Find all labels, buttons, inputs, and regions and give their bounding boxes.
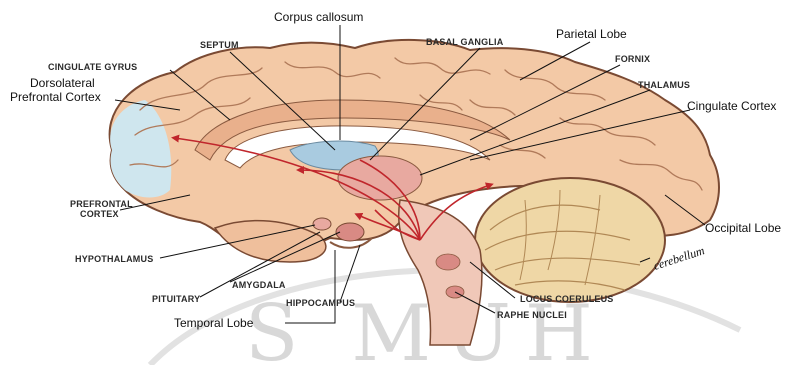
label-pituitary: PITUITARY [152, 294, 200, 304]
label-locus-coeruleus: LOCUS COERULEUS [520, 294, 614, 304]
label-prefrontal-line2: CORTEX [80, 209, 119, 219]
label-corpus-callosum: Corpus callosum [274, 10, 363, 24]
label-amygdala: AMYGDALA [232, 280, 286, 290]
label-cingulate-cortex: Cingulate Cortex [687, 99, 776, 113]
label-septum: SEPTUM [200, 40, 239, 50]
label-temporal-lobe: Temporal Lobe [174, 316, 254, 330]
label-occipital-lobe: Occipital Lobe [705, 221, 781, 235]
cerebellum-shape [475, 178, 665, 302]
label-prefrontal-line1: PREFRONTAL [70, 199, 133, 209]
label-dorsolateral-line1: Dorsolateral [30, 76, 95, 90]
label-raphe-nuclei: RAPHE NUCLEI [497, 310, 567, 320]
label-fornix: FORNIX [615, 54, 650, 64]
label-basal-ganglia: BASAL GANGLIA [426, 37, 504, 47]
label-thalamus: THALAMUS [638, 80, 690, 90]
amygdala-shape [336, 223, 364, 241]
label-cingulate-gyrus: CINGULATE GYRUS [48, 62, 137, 72]
label-hypothalamus: HYPOTHALAMUS [75, 254, 153, 264]
label-dorsolateral-line2: Prefrontal Cortex [10, 90, 101, 104]
pituitary-shape [313, 218, 331, 230]
label-hippocampus: HIPPOCAMPUS [286, 298, 355, 308]
label-parietal-lobe: Parietal Lobe [556, 27, 627, 41]
cerebellum-group [475, 178, 665, 302]
